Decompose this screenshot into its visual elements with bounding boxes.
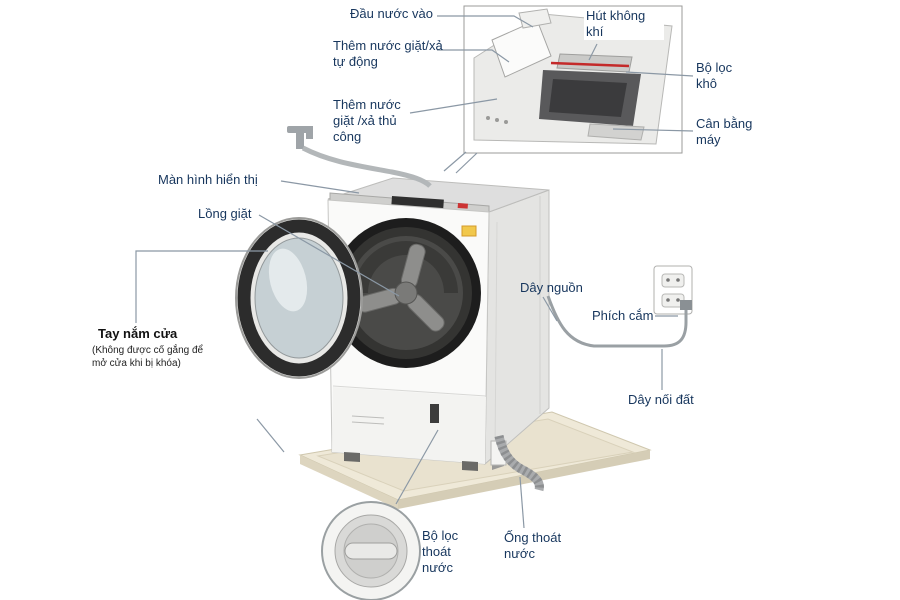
label-ground-wire: Dây nối đất — [628, 392, 694, 407]
drain-hose — [490, 434, 544, 492]
label-plug: Phích cắm — [592, 308, 654, 323]
label-door-handle: Tay nắm cửa — [98, 326, 178, 341]
drain-filter-inset — [321, 501, 421, 600]
label-water-inlet: Đầu nước vào — [350, 6, 433, 21]
label-drain-hose: Ống thoát nước — [504, 530, 562, 561]
label-manual-detergent: Thêm nước giặt /xả thủ công — [333, 97, 401, 144]
leader-lines — [135, 15, 694, 529]
label-machine-balance: Cân bằng máy — [696, 116, 753, 147]
plug — [680, 300, 692, 310]
label-drain-filter: Bộ lọc thoát nước — [422, 528, 459, 575]
water-tap — [287, 126, 432, 188]
label-wash-drum: Lồng giặt — [198, 206, 252, 221]
label-power-cord: Dây nguồn — [520, 280, 583, 295]
inlet-hose — [301, 145, 432, 188]
label-auto-detergent: Thêm nước giặt/xả tự động — [333, 38, 443, 69]
label-dry-filter: Bộ lọc khô — [696, 60, 733, 91]
balance-weight — [587, 123, 645, 141]
label-display: Màn hình hiển thị — [158, 172, 258, 187]
drum — [331, 218, 481, 368]
door-open — [235, 217, 363, 379]
power-cord — [546, 295, 692, 348]
label-air-intake: Hút không khí — [584, 8, 664, 40]
label-door-handle-note: (Không được cố gắng để mở cửa khi bị khó… — [92, 345, 204, 369]
detergent-drawer — [491, 19, 552, 78]
